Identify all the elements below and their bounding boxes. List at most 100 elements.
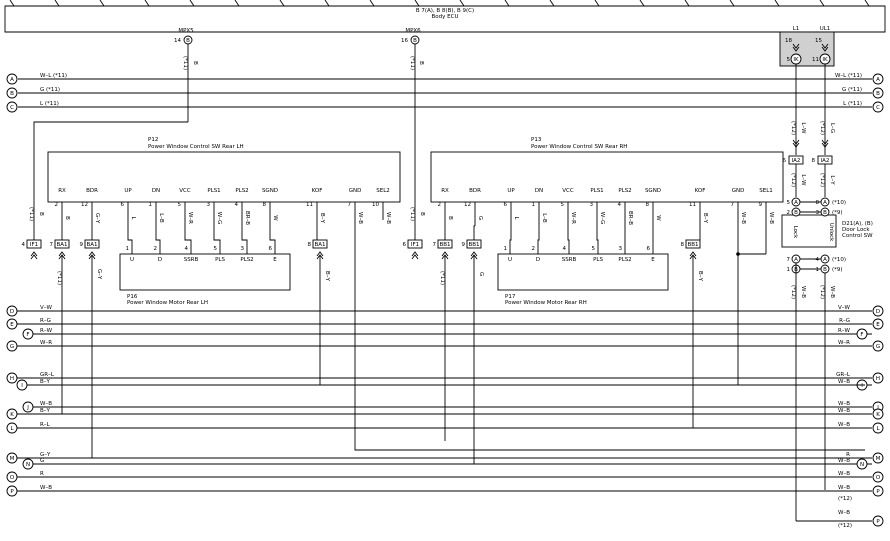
p13-pinnum-8: 11 (689, 202, 696, 208)
ecu-edge-mark (234, 0, 240, 7)
lh-rx-feed (33, 121, 188, 240)
p17-pinnum-0: 1 (504, 246, 508, 252)
p12-pinnum-6: 4 (235, 202, 239, 208)
lower-marker-right-D (872, 305, 884, 317)
lower-label-right-G: W–R (838, 340, 850, 346)
p16-pinnum-0: 1 (126, 246, 130, 252)
lh-conn-code-2: BA1 (86, 242, 97, 248)
right-ref-1: (*12) (838, 523, 852, 529)
p12-pinnum-1: 12 (81, 202, 88, 208)
p16-box (119, 253, 291, 291)
d21-switch-box (781, 214, 837, 248)
p13-wirecolor-0: B (447, 216, 453, 220)
lh-conn-arrow-0 (30, 254, 38, 260)
p12-pin-6: PLS2 (235, 188, 248, 194)
mpx5-terminal-label: B (186, 38, 190, 44)
lower-marker-left-I (16, 379, 28, 391)
p12-pin-0: RX (58, 188, 66, 194)
p16-code: P16 (127, 294, 138, 300)
ia2-r2ref: (*12) (819, 173, 825, 187)
rh-conn-arrow-0 (411, 251, 419, 257)
d21-pin-l-1: 2 (787, 210, 791, 216)
lower-label-right-F: R–W (838, 328, 851, 334)
lower-label-left-L: R–L (40, 422, 51, 428)
lh-wire-2: G–Y (96, 269, 102, 280)
p12-wirecolor-9: W–B (357, 212, 363, 224)
p13-pin-5: PLS1 (590, 188, 603, 194)
lower-marker-left-H-label: H (10, 376, 14, 382)
p13-pinnum-10: 9 (759, 202, 763, 208)
mpx6-ref: (*11) (409, 56, 415, 70)
lower-label-right-D: V–W (838, 305, 851, 311)
ecu-edge-mark (549, 0, 555, 7)
bus-marker-left-B (6, 87, 18, 99)
p13-pin-6: PLS2 (618, 188, 631, 194)
lower-marker-right-F (856, 328, 868, 340)
ia2-arrow-right (821, 139, 829, 145)
p12-pin-7: SGND (262, 188, 278, 194)
bus-marker-right-A-label: A (876, 77, 880, 83)
p12-pin-10: SEL2 (376, 188, 390, 194)
lh-ref-1: (*11) (56, 271, 62, 285)
p12-pin-8: KOF (312, 188, 323, 194)
ik-pin-right: 11 (812, 57, 819, 63)
p16-pin-5: E (273, 257, 277, 263)
ecu-edge-mark (279, 0, 285, 7)
ecu-edge-mark (369, 0, 375, 7)
d21-term-r-3-label: B (823, 267, 827, 273)
lh-ref-0: (*11) (28, 207, 34, 221)
rh-ref-1: (*11) (439, 271, 445, 285)
bus-label-right-C: L (*11) (843, 101, 862, 107)
p12-code: P12 (148, 137, 158, 143)
lower-marker-right-O (872, 471, 884, 483)
lower-marker-right-H-label: H (876, 376, 880, 382)
p12-wirecolor-1: G–Y (94, 213, 100, 224)
lower-marker-left-M-label: M (10, 456, 15, 462)
mpx5-pin: 14 (174, 38, 181, 44)
p12-pin-1: BDR (86, 188, 98, 194)
lower-marker-right-N (856, 458, 868, 470)
bus-marker-left-A (6, 73, 18, 85)
lower-label-left-G: W–R (40, 340, 52, 346)
lower-label-left-H: GR–L (40, 372, 55, 378)
lower-label-left-F: R–W (40, 328, 53, 334)
p13-pin-4: VCC (562, 188, 574, 194)
p13-code: P13 (531, 137, 542, 143)
lower-label-left-E: R–G (40, 318, 51, 324)
lh-conn-code-3: BA1 (314, 242, 325, 248)
rh-wire-3: B–Y (697, 271, 703, 282)
p13-wirecolor-6: BR–B (627, 211, 633, 225)
lower-marker-right-K-label: K (876, 412, 880, 418)
p12-to-p16-wire (127, 225, 133, 254)
bus-marker-right-B (872, 87, 884, 99)
lower-marker-right-E-label: E (876, 322, 880, 328)
ia2-l2ref: (*12) (790, 173, 796, 187)
lower-marker-right-D-label: D (876, 309, 880, 315)
p13-pin-9: GND (732, 188, 745, 194)
p12-wirecolor-8: B–Y (319, 213, 325, 224)
lh-wire-3: B–Y (324, 271, 330, 282)
lower-marker-left-K (6, 408, 18, 420)
p17-pinnum-2: 4 (563, 246, 567, 252)
lower-label-left-O: R (40, 471, 44, 477)
p13-pin-3: DN (535, 188, 543, 194)
p16-pin-1: D (158, 257, 162, 263)
p17-pin-5: E (651, 257, 655, 263)
rh-wire-0: B (419, 212, 425, 216)
p12-box (47, 151, 401, 203)
lower-marker-right-N-label: N (860, 462, 864, 468)
mpx5-ref: (*11) (182, 56, 188, 70)
ia2-arrow-left (792, 139, 800, 145)
p12-wirecolor-6: BR–B (244, 211, 250, 225)
bus-marker-right-B-label: B (876, 91, 880, 97)
p13-wirecolor-10: W–B (768, 212, 774, 224)
d21-name3: Control SW (842, 233, 873, 239)
d21-term-l-0-label: A (794, 200, 798, 206)
p13-pinnum-2: 6 (504, 202, 508, 208)
ia2-right-pin: 8 (812, 158, 816, 164)
mpx6-terminal-label: B (413, 38, 417, 44)
lh-conn-pin-2: 9 (80, 242, 84, 248)
d21-rwire: W–B (829, 286, 835, 298)
lower-marker-left-F (22, 328, 34, 340)
